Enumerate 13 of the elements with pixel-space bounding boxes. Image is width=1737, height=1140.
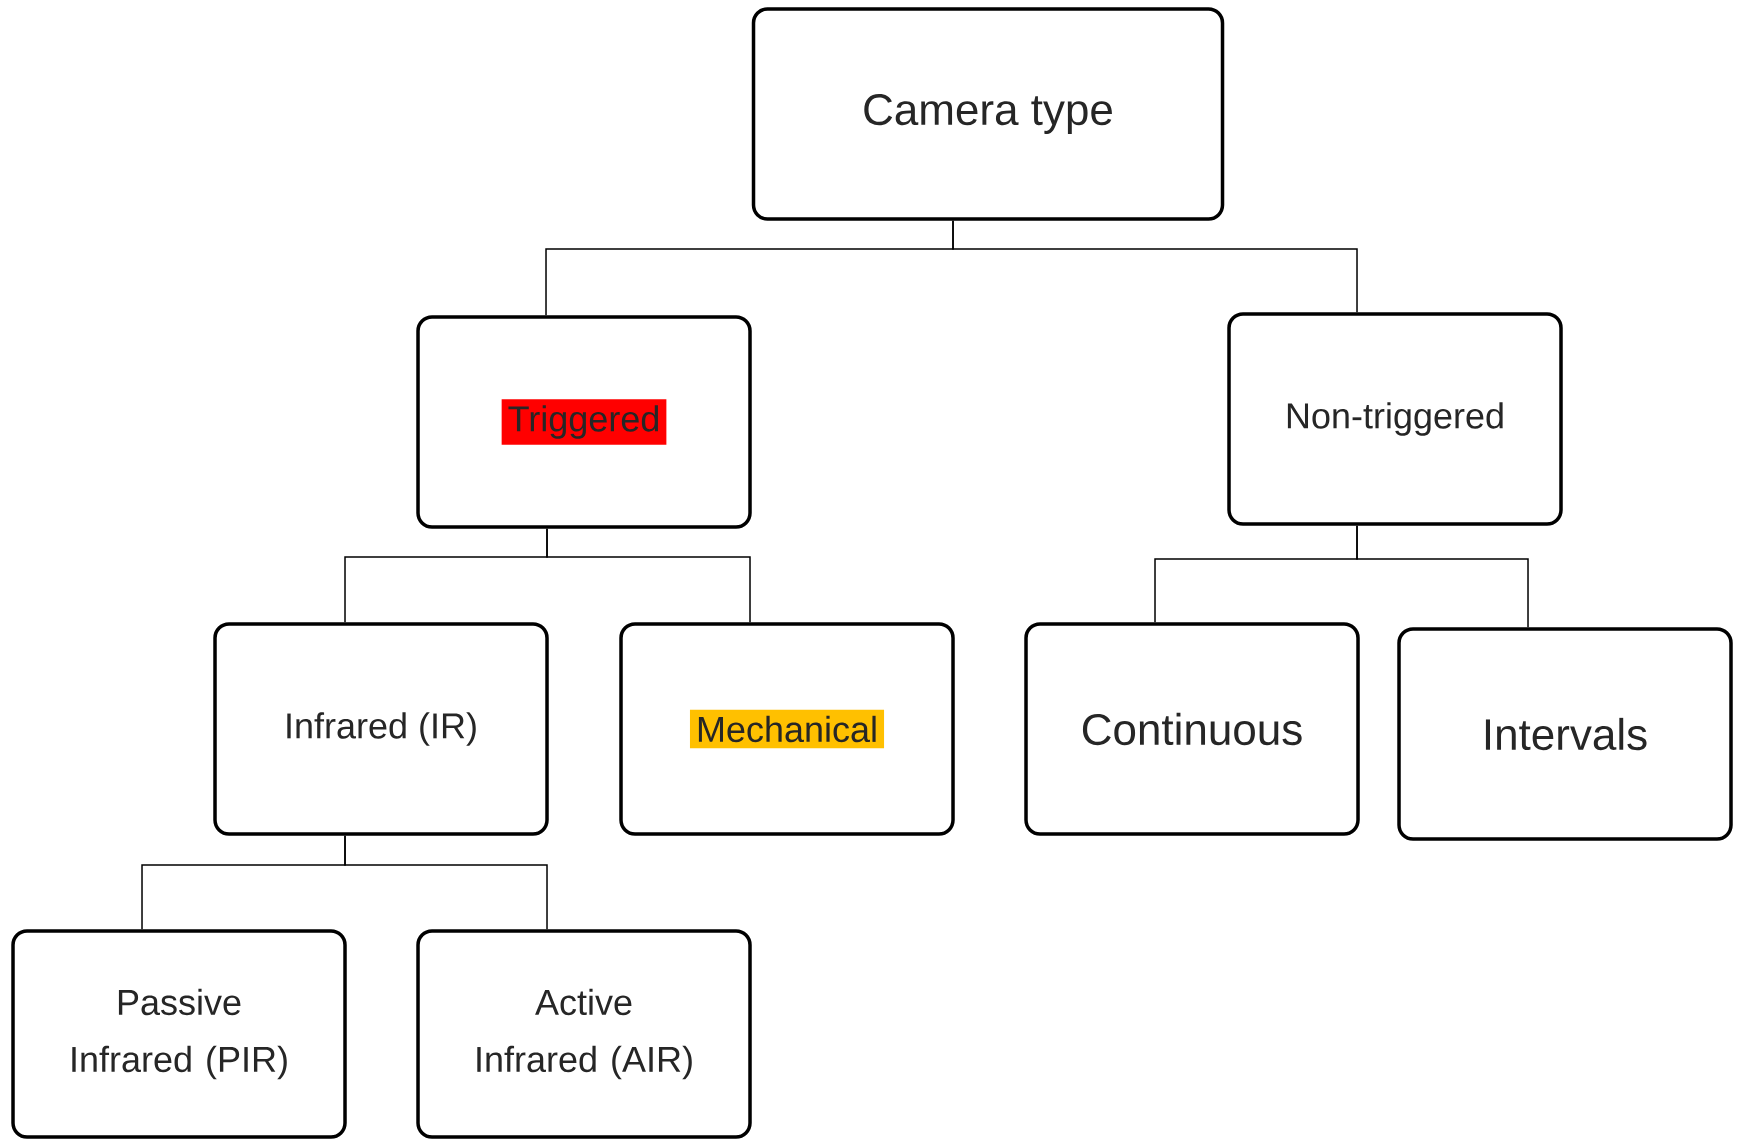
category-box: Passive Infrared (PIR): [11, 929, 347, 1139]
tree-connector: [546, 528, 751, 623]
category-box: Non-triggered: [1227, 312, 1563, 526]
category-box: Intervals: [1397, 627, 1733, 841]
tree-connector: [952, 220, 1358, 313]
tree-connector: [344, 835, 548, 930]
category-box: Camera type: [751, 7, 1225, 221]
category-box: Triggered: [416, 315, 752, 529]
tree-connector: [1356, 525, 1529, 628]
category-box: Active Infrared (AIR): [416, 929, 752, 1139]
category-box: Mechanical: [619, 622, 955, 836]
category-box: Infrared (IR): [213, 622, 549, 836]
category-box: Continuous: [1024, 622, 1360, 836]
